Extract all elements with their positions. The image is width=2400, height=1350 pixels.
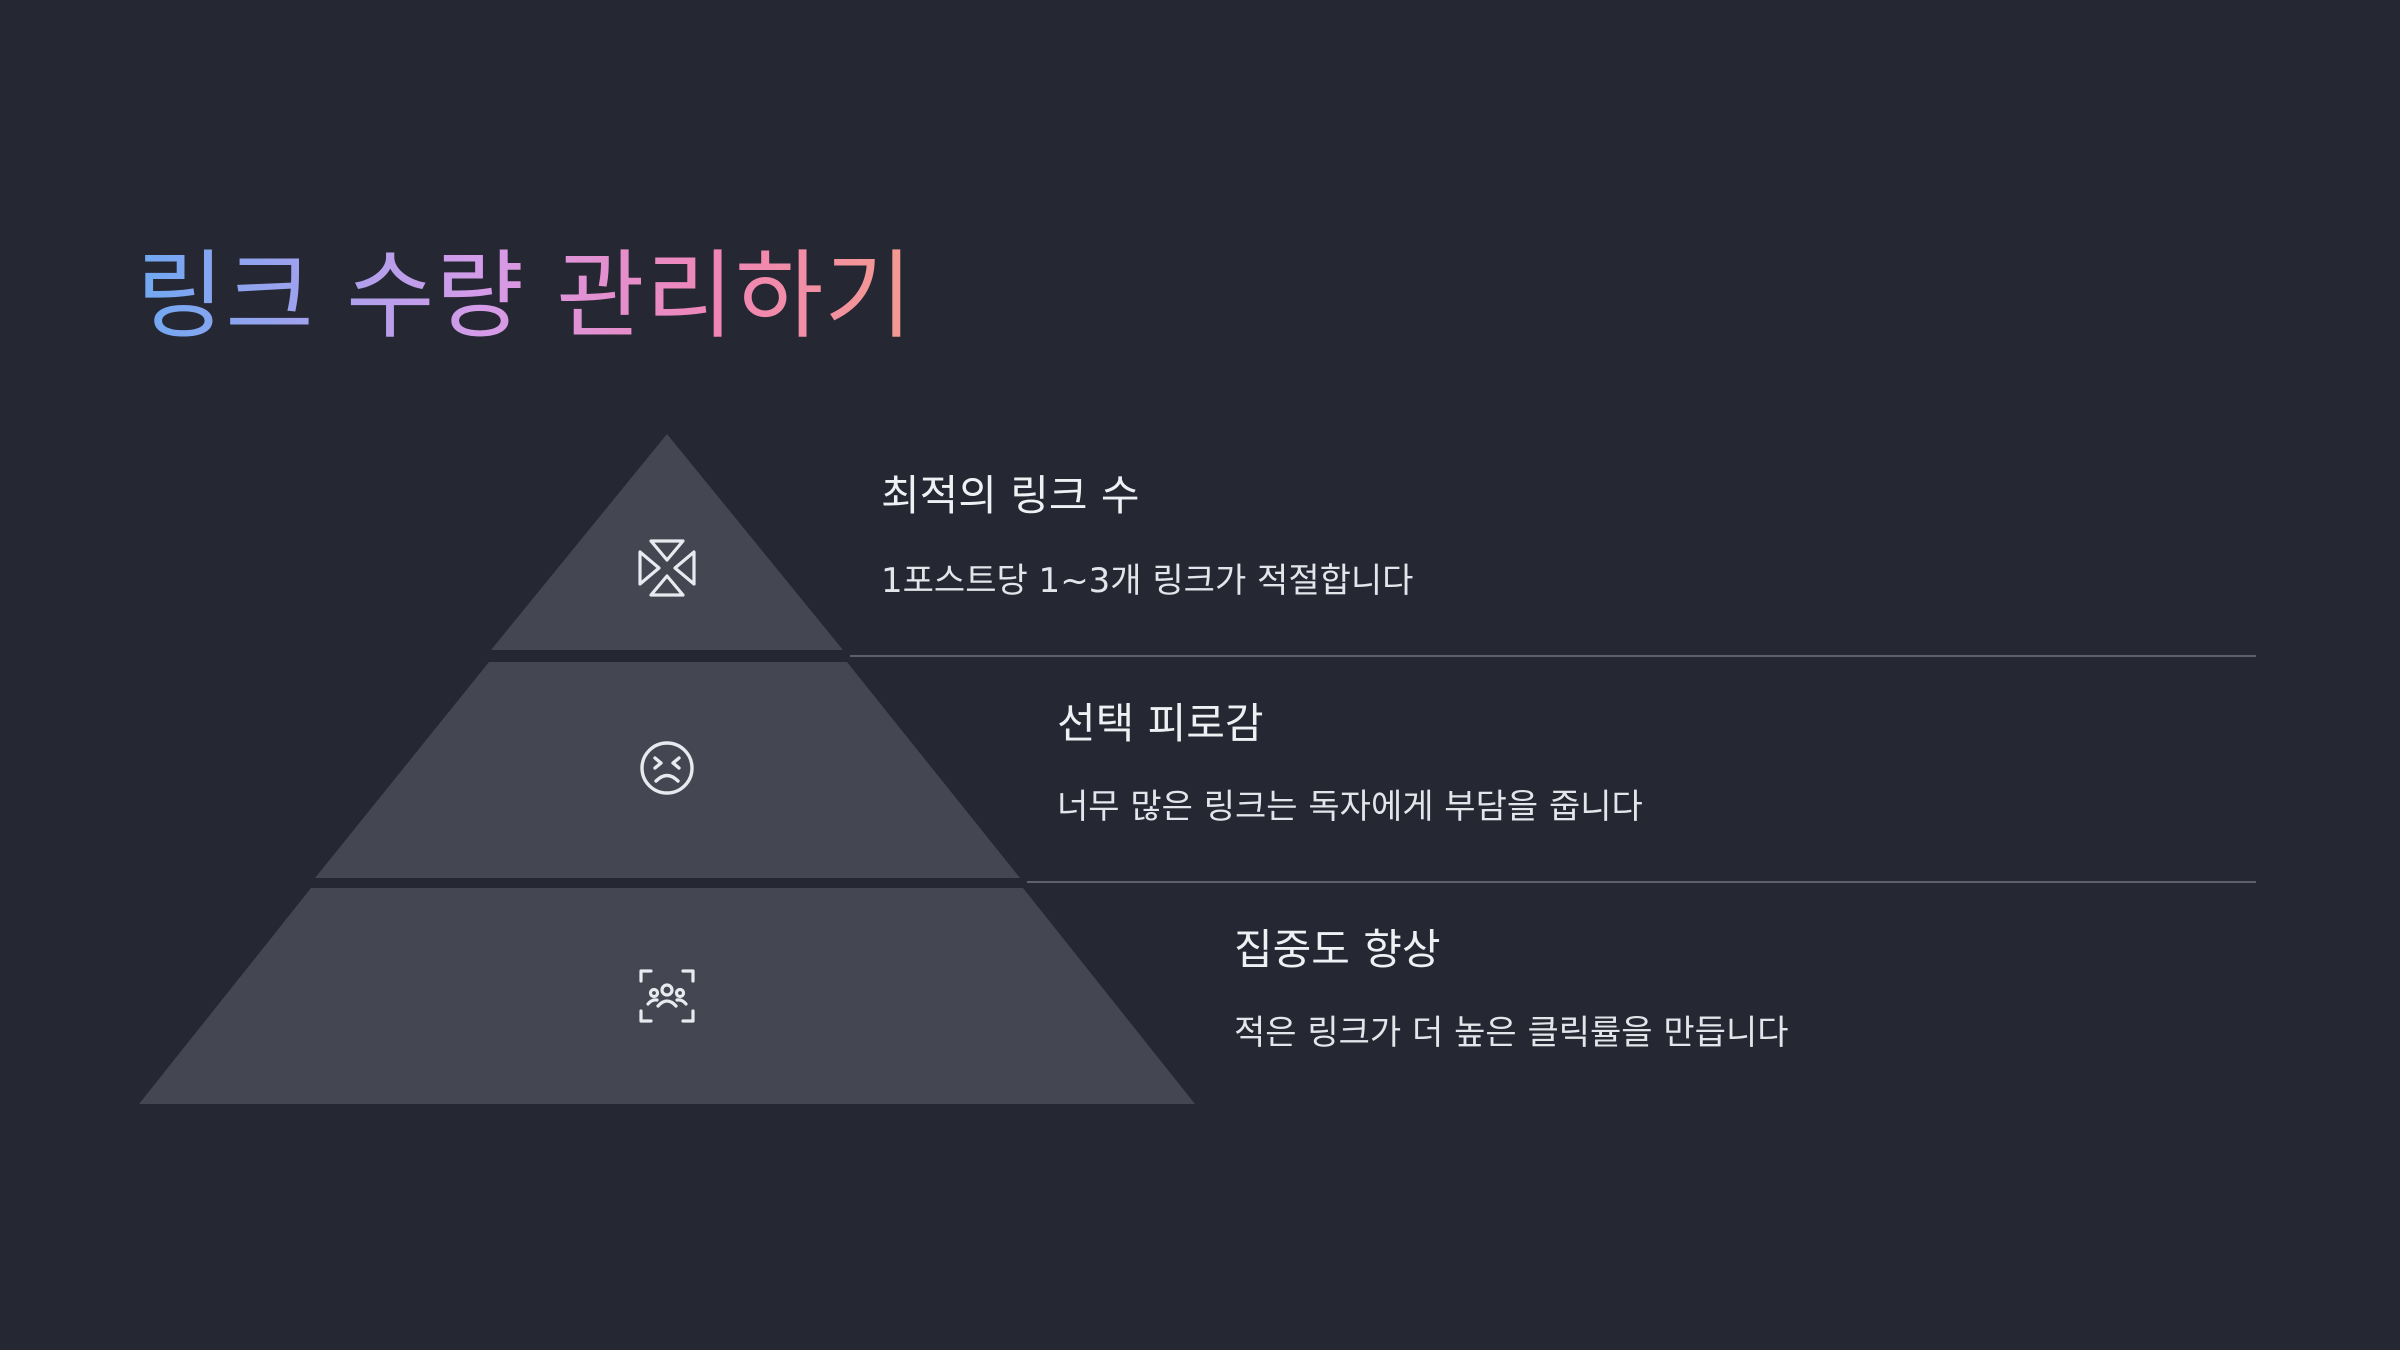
tired-face-icon [640, 741, 694, 795]
arrows-collapse-icon [638, 539, 696, 597]
tier-3-description: 적은 링크가 더 높은 클릭률을 만듭니다 [1234, 1013, 1789, 1053]
slide-title: 링크 수량 관리하기 [136, 236, 914, 356]
divider-2 [1027, 881, 2256, 883]
divider-1 [850, 655, 2256, 657]
tier-1-description: 1포스트당 1~3개 링크가 적절합니다 [881, 561, 1414, 601]
tier-1-heading: 최적의 링크 수 [881, 471, 1140, 520]
tier-2-heading: 선택 피로감 [1057, 699, 1264, 748]
tier-2-description: 너무 많은 링크는 독자에게 부담을 줍니다 [1057, 787, 1643, 827]
focus-group-icon [639, 969, 695, 1023]
tier-3-heading: 집중도 향상 [1234, 925, 1441, 974]
pyramid-tier-middle [315, 662, 1020, 878]
